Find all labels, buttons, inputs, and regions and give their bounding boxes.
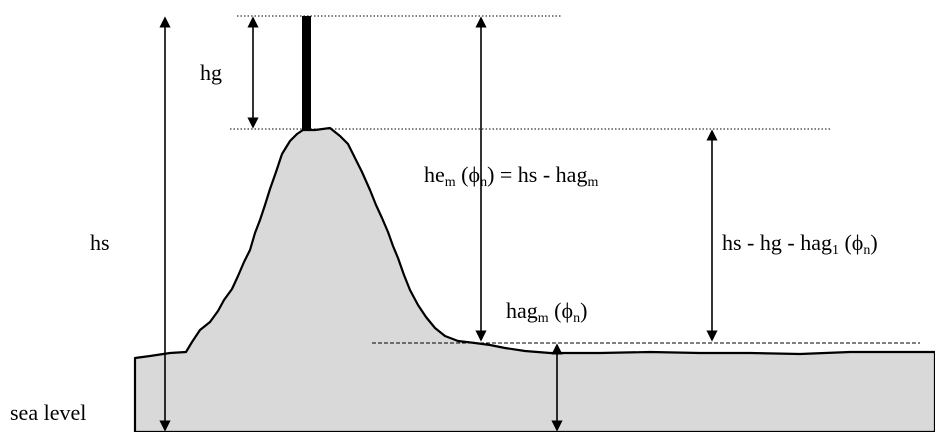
terrain-profile (133, 126, 935, 432)
hag-label: hagm (ϕn) (506, 298, 587, 326)
antenna-mast (302, 16, 311, 131)
hs-label: hs (90, 230, 110, 255)
he-formula-label: hem (ϕn) = hs - hagm (424, 162, 598, 190)
hg-label: hg (200, 60, 222, 85)
hs-hg-hag-label: hs - hg - hag1 (ϕn) (722, 230, 878, 258)
sea-level-label: sea level (10, 400, 86, 425)
